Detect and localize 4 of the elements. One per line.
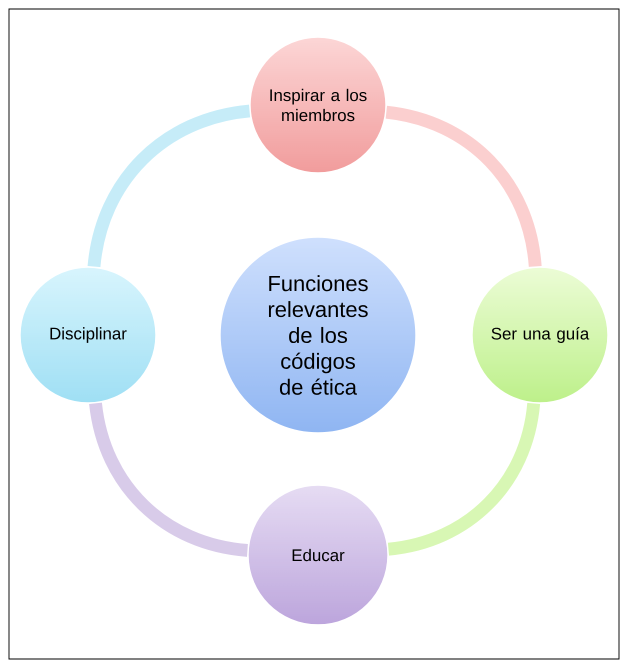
ring-arc: [388, 402, 540, 556]
ring-arc: [385, 106, 542, 268]
ring-arc: [89, 402, 248, 557]
ring-arc: [88, 104, 250, 268]
